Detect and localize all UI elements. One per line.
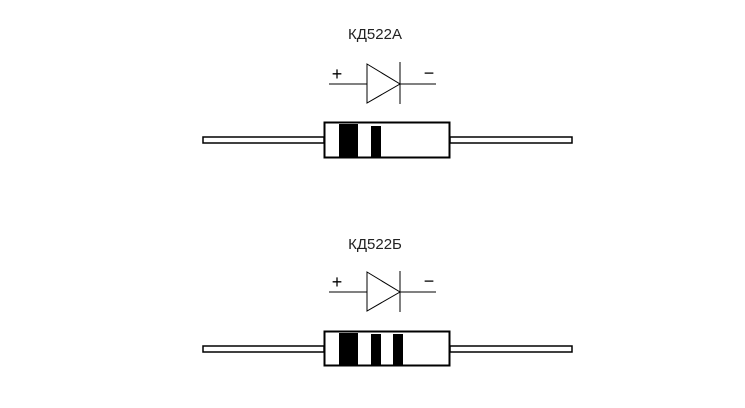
minus-sign: − — [424, 271, 435, 291]
right-lead — [449, 136, 573, 144]
marking-band — [371, 334, 381, 365]
diode-a-label: КД522А — [348, 26, 402, 43]
diode-b-symbol — [329, 271, 436, 312]
diode-b-label: КД522Б — [348, 236, 402, 253]
diode-triangle-icon — [366, 63, 401, 104]
right-lead — [449, 345, 573, 353]
left-lead — [202, 345, 325, 353]
marking-band — [339, 124, 358, 157]
marking-band — [393, 334, 403, 365]
minus-sign: − — [424, 63, 435, 83]
marking-band — [339, 333, 358, 365]
diode-a-symbol — [329, 62, 436, 104]
diode-triangle-icon — [366, 271, 401, 312]
plus-sign: + — [332, 64, 343, 84]
left-lead — [202, 136, 325, 144]
diode-b: КД522Б + − — [202, 236, 573, 367]
diode-a: КД522А + − — [202, 26, 573, 159]
plus-sign: + — [332, 272, 343, 292]
marking-band — [371, 126, 381, 157]
